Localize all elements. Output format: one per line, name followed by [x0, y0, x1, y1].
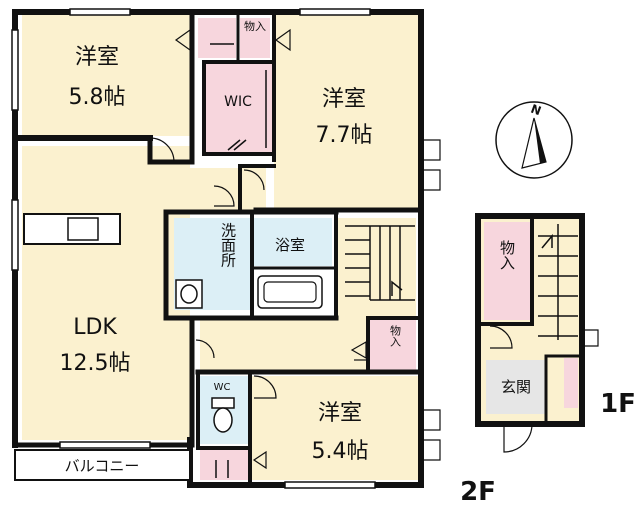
floor2-fills	[22, 14, 419, 480]
balcony	[14, 449, 191, 481]
labels: 洋室 5.8帖 洋室 7.7帖 WIC 物入 LDK 12.5帖 洗面所 浴室 …	[60, 19, 636, 507]
storage-mid-fill	[370, 318, 416, 370]
floor2-stair	[345, 225, 415, 301]
room-ne-size: 7.7帖	[316, 123, 373, 148]
wc-label: WC	[214, 382, 231, 393]
storage-top-label-1: 物入	[244, 19, 266, 33]
balcony-label: バルコニー	[65, 457, 140, 475]
room-se-name: 洋室	[318, 401, 362, 426]
closet-rods	[210, 43, 267, 478]
corridor-fill	[190, 168, 266, 210]
svg-text:N: N	[529, 102, 543, 119]
storage-top-fill	[240, 18, 270, 58]
shoe-closet-fill	[200, 450, 252, 480]
ldk-name: LDK	[73, 315, 117, 340]
floor1-stair	[538, 224, 578, 340]
kitchen-counter-icon	[23, 213, 121, 245]
bathroom-label: 浴室	[275, 236, 305, 254]
room-nw-size: 5.8帖	[69, 85, 126, 110]
washroom-label: 洗面所	[219, 223, 237, 268]
storage-mid-label: 物入	[389, 324, 402, 347]
ldk-size: 12.5帖	[60, 351, 131, 376]
floor1-label: 1F	[600, 389, 636, 419]
floor2-label: 2F	[460, 477, 496, 507]
floor2-windows	[11, 8, 376, 489]
room-se-size: 5.4帖	[312, 439, 369, 464]
floor2-doors	[149, 28, 441, 470]
wic-label: WIC	[224, 94, 252, 110]
bathroom-fill	[252, 218, 332, 266]
room-ne-name: 洋室	[322, 87, 366, 112]
toilet-icon	[211, 397, 235, 433]
storage-top-left-fill	[198, 18, 236, 58]
bathtub-icon	[257, 275, 323, 309]
storage-top-label: 物入	[244, 19, 266, 33]
entrance-fill	[486, 360, 546, 414]
room-ne-fill	[274, 14, 419, 210]
room-nw-name: 洋室	[75, 45, 119, 70]
room-nw-fill	[22, 14, 192, 136]
f1-storage-fill	[484, 222, 530, 320]
f1-storage-label: 物入	[498, 240, 516, 270]
north-compass-icon: N	[495, 101, 573, 179]
sink-icon	[175, 279, 203, 309]
floor1	[475, 213, 599, 453]
entrance-label: 玄関	[501, 378, 531, 396]
hall-fill	[200, 318, 368, 374]
f1-shoe-closet-fill	[564, 358, 578, 408]
room-se-fill	[252, 376, 418, 480]
wic-fill	[206, 64, 272, 152]
ldk-fill	[22, 146, 190, 440]
